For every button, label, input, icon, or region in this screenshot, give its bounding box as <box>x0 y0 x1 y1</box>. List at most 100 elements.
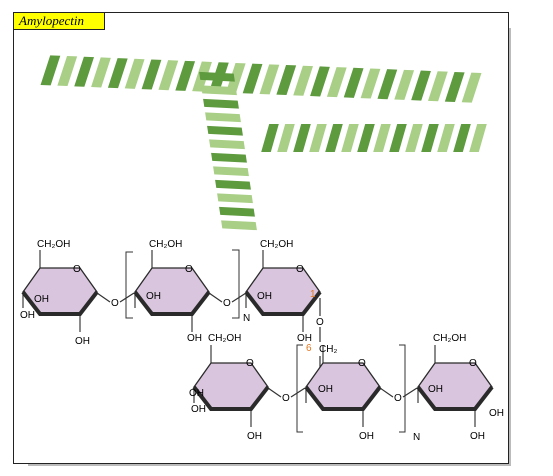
label-ch2oh: CH₂OH <box>149 239 182 250</box>
helix-stripe <box>215 179 251 190</box>
helix-stripe <box>141 59 162 90</box>
frame-shadow-right <box>509 28 511 466</box>
ring-front-edge <box>133 290 211 316</box>
helix-stripe <box>199 71 235 82</box>
helix-stripe <box>91 57 111 88</box>
helix-stripe <box>57 56 78 87</box>
label-bridge-o: O <box>111 298 119 309</box>
helix-stripe <box>411 70 431 101</box>
label-oh: OH <box>20 310 35 321</box>
label-ch2oh: CH₂OH <box>260 239 293 250</box>
glucose-ring <box>416 345 494 427</box>
label-oh: OH <box>187 333 202 344</box>
helix-stripe <box>242 63 263 94</box>
label-oh: OH <box>189 388 204 399</box>
helix-stripe <box>309 124 327 152</box>
bracket-right-2 <box>399 344 406 433</box>
label-ch2oh: CH₂OH <box>208 333 241 344</box>
glucose-ring <box>244 250 322 332</box>
helix-stripe <box>203 98 239 109</box>
helix-stripe <box>310 66 330 97</box>
helix-stripe <box>428 71 448 102</box>
glucose-ring <box>304 345 382 427</box>
label-oh: OH <box>257 291 272 302</box>
helix-stripe <box>405 124 423 152</box>
ring-front-edge <box>416 385 494 411</box>
glucose-ring <box>21 250 99 332</box>
label-oh: OH <box>146 291 161 302</box>
helix-stripe <box>107 58 128 89</box>
label-oh: OH <box>247 431 262 442</box>
helix-stripe <box>461 72 482 103</box>
title-label: Amylopectin <box>13 12 105 30</box>
helix-stripe <box>453 124 471 152</box>
helix-stripe <box>325 124 343 152</box>
helix-stripe <box>40 55 61 86</box>
label-oh: OH <box>297 333 312 344</box>
label-ch2oh: CH₂OH <box>37 239 70 250</box>
ring-substituent-bonds <box>22 250 81 332</box>
helix-stripe <box>373 124 391 152</box>
helix-stripe <box>389 124 407 152</box>
label-ring-o: O <box>73 264 81 275</box>
label-branch-o: O <box>316 317 324 328</box>
label-oh: OH <box>34 294 49 305</box>
helix-stripe <box>444 71 465 102</box>
bond-5-6 <box>379 387 418 398</box>
label-ch2oh: CH₂OH <box>433 333 466 344</box>
ring-front-edge <box>21 290 99 316</box>
helix-stripe <box>211 152 247 163</box>
ring-substituent-bonds <box>417 345 476 427</box>
helix-stripe <box>360 68 381 99</box>
label-oh: OH <box>191 404 206 415</box>
ring-front-edge <box>192 385 270 411</box>
label-oh: OH <box>489 408 504 419</box>
helix-stripe <box>201 85 237 96</box>
label-repeat-n: N <box>413 432 420 443</box>
helix-stripe <box>213 166 249 177</box>
helix-stripe <box>421 124 439 152</box>
label-bridge-o: O <box>394 393 402 404</box>
bond-group <box>96 292 418 398</box>
helix-vertical-branch <box>199 71 257 231</box>
helix-stripe <box>277 124 295 152</box>
label-oh: OH <box>359 431 374 442</box>
label-oh: OH <box>318 384 333 395</box>
bond-4-5 <box>267 387 306 398</box>
bracket-group <box>125 249 406 433</box>
helix-stripe <box>207 125 243 136</box>
helix-stripe <box>343 67 364 98</box>
helix-stripe <box>221 220 257 231</box>
label-oh: OH <box>75 336 90 347</box>
label-bridge-o: O <box>223 298 231 309</box>
label-repeat-n: N <box>243 313 250 324</box>
label-ring-o: O <box>296 264 304 275</box>
helix-stripe <box>341 124 359 152</box>
helix-stripe <box>175 60 196 91</box>
helix-stripe <box>261 124 279 152</box>
helix-stripe <box>293 65 313 96</box>
helix-stripe <box>74 56 94 87</box>
label-oh: OH <box>428 384 443 395</box>
helix-stripe <box>124 58 145 89</box>
helix-stripe <box>276 65 297 96</box>
helix-stripe <box>259 64 280 95</box>
helix-stripe <box>326 67 347 98</box>
helix-stripe <box>225 62 246 93</box>
label-oh: OH <box>470 431 485 442</box>
label-ring-o: O <box>469 358 477 369</box>
label-ring-o: O <box>358 358 366 369</box>
ring-substituent-bonds <box>193 345 252 427</box>
frame-shadow-bottom <box>28 464 511 466</box>
ring-substituent-bonds <box>245 250 304 332</box>
helix-stripe <box>209 139 245 150</box>
label-ch2: CH₂ <box>319 344 337 355</box>
label-ring-o: O <box>185 264 193 275</box>
helix-stripe <box>357 124 375 152</box>
glucose-ring-group <box>21 250 494 427</box>
bracket-left-1 <box>125 251 133 319</box>
label-ring-o: O <box>246 358 254 369</box>
helix-stripe <box>219 206 255 217</box>
bond-1-2 <box>96 292 135 303</box>
